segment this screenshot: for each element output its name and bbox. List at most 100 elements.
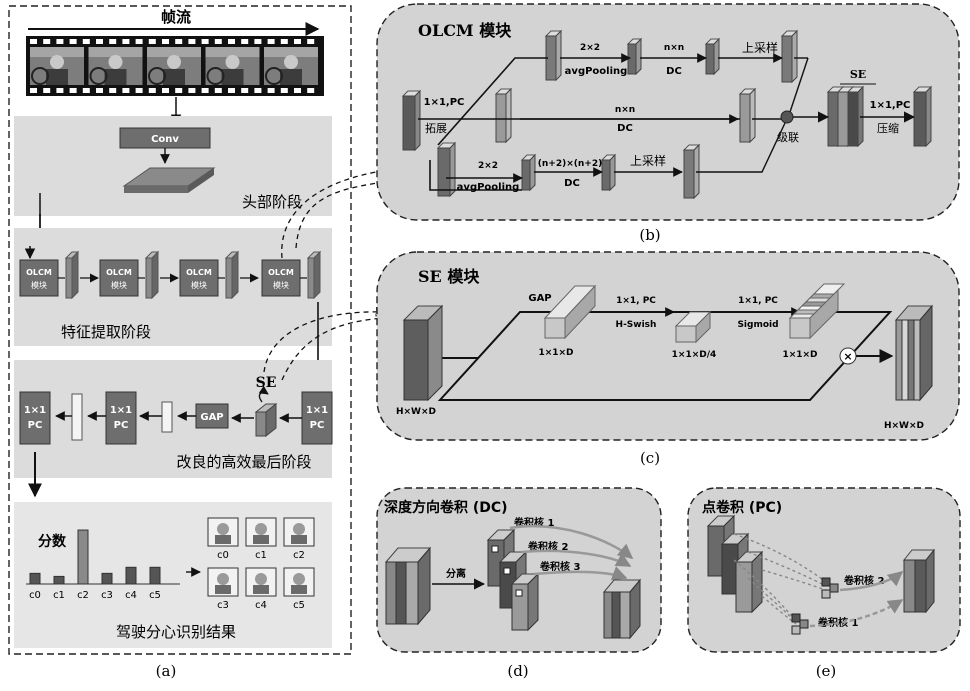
top-branch-slab-4 [782, 31, 797, 82]
upsample1-label: 上采样 [742, 40, 778, 55]
film-hole [294, 88, 301, 93]
score-bar-c1 [54, 576, 64, 584]
mid-branch-slab-2 [740, 89, 755, 142]
score-bar-c4 [126, 567, 136, 584]
person-icon [217, 523, 229, 535]
class-icon-label: c2 [293, 550, 305, 561]
panel-b-title: OLCM 模块 [418, 21, 512, 40]
score-bar-c0 [30, 573, 40, 584]
top-branch-slab-3 [706, 39, 719, 74]
concat-node [781, 111, 793, 123]
film-hole [136, 39, 143, 44]
dc1-bottom: DC [666, 66, 682, 77]
pc-k1-cube-3 [792, 626, 800, 634]
person-icon [255, 523, 267, 535]
hwd-out-label: H×W×D [884, 421, 924, 431]
avgpool1-bottom: avgPooling [565, 66, 628, 77]
film-hole [188, 88, 195, 93]
film-hole [96, 88, 103, 93]
film-hole [70, 39, 77, 44]
pc-box-3-line1: 1×1 [24, 405, 46, 416]
panel-e-title: 点卷积 (PC) [702, 499, 782, 516]
olcm-block-label-line2: 模块 [191, 280, 207, 290]
vec3-front [790, 318, 810, 338]
pc-output-layer-1 [904, 560, 915, 612]
film-hole [149, 39, 156, 44]
film-hole [83, 88, 90, 93]
panel-d: 深度方向卷积 (DC) 分离 卷积核 1 卷积核 2 卷积核 3 (d) [377, 488, 661, 680]
pc-k2-cube-2 [830, 584, 838, 592]
pc-box-3-line2: PC [28, 420, 43, 431]
film-hole [215, 88, 222, 93]
film-hole [202, 39, 209, 44]
result-label: 驾驶分心识别结果 [116, 623, 236, 641]
driver-body [280, 69, 302, 85]
film-hole [215, 39, 222, 44]
frame-stream-label: 帧流 [161, 8, 191, 26]
film-hole [268, 88, 275, 93]
dc-mid-bottom: DC [617, 123, 633, 134]
film-hole [56, 39, 63, 44]
pc-k2-cube-3 [822, 590, 830, 598]
pc-k2-cube-1 [822, 578, 830, 586]
olcm-block-label-line2: 模块 [31, 280, 47, 290]
film-frames [30, 47, 318, 85]
pc-expand-top: 1×1,PC [424, 97, 465, 108]
olcm-output-slab [308, 258, 314, 298]
olcm-output-slab [226, 258, 232, 298]
se-output-stripe-3 [908, 320, 914, 400]
caption-c: (c) [640, 449, 660, 467]
conv-label: Conv [151, 134, 179, 145]
film-hole [96, 39, 103, 44]
head-feature-map-side [124, 186, 188, 193]
score-tick-c1: c1 [53, 590, 65, 601]
se-label-b: SE [850, 68, 866, 81]
film-hole [241, 88, 248, 93]
olcm-block-label-line1: OLCM [106, 268, 132, 277]
class-icon-label: c3 [217, 600, 229, 611]
dc-output-layer-2 [612, 592, 620, 638]
vec2-front [676, 326, 696, 342]
pc-expand-slab [403, 91, 420, 150]
film-hole [43, 88, 50, 93]
olcm-block-label-line2: 模块 [273, 280, 289, 290]
olcm-block-label-line1: OLCM [186, 268, 212, 277]
se-output-stripe-2 [902, 320, 908, 400]
person-icon [217, 573, 229, 585]
video-frame [89, 47, 143, 85]
kernel-window [492, 546, 498, 552]
pc-box-2 [106, 392, 136, 444]
dc-input-layer-3 [406, 562, 418, 624]
olcm-output-slab [66, 258, 72, 298]
driver-body [163, 69, 185, 85]
score-bar-c2 [78, 530, 88, 584]
video-frame [147, 47, 201, 85]
se-output-side [920, 306, 932, 400]
score-label: 分数 [38, 533, 67, 550]
video-frame [206, 47, 260, 85]
score-tick-c0: c0 [29, 590, 41, 601]
driver-head [109, 55, 123, 69]
dc-output-layer-1 [604, 592, 612, 638]
vec1-front [545, 318, 565, 338]
olcm-output-slab-side [72, 252, 78, 298]
film-hole [136, 88, 143, 93]
driver-head [167, 55, 181, 69]
hwd-in-label: H×W×D [396, 407, 436, 417]
dc2-top: (n+2)×(n+2) [538, 159, 602, 169]
film-hole [56, 88, 63, 93]
film-hole [162, 39, 169, 44]
person-icon [293, 573, 305, 585]
panel-b: OLCM 模块 2×2 avgPooling n×n DC 上采样 1×1,PC… [377, 4, 959, 244]
film-strip [26, 36, 324, 96]
film-hole [122, 39, 129, 44]
olcm-block-label-line1: OLCM [26, 268, 52, 277]
vector-thin-1 [162, 402, 172, 432]
gap-label-a: GAP [200, 412, 223, 423]
final-stage-label: 改良的高效最后阶段 [176, 453, 311, 471]
pc-expand-bottom: 拓展 [425, 121, 447, 135]
op1-top: 1×1, PC [616, 296, 656, 306]
dc-mid-top: n×n [615, 105, 635, 115]
pc-k1-cube-1 [792, 614, 800, 622]
person-icon [293, 523, 305, 535]
